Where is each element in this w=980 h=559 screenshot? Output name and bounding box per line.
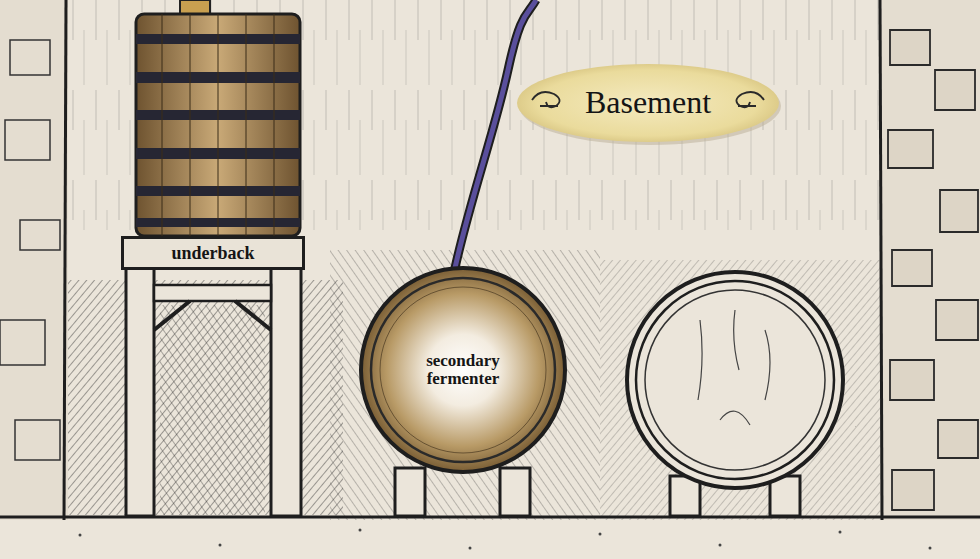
scroll-ornament	[532, 92, 560, 107]
tank-circle: secondary fermenter	[358, 265, 568, 475]
band-outline	[123, 238, 304, 269]
title-oval: Basement	[513, 60, 783, 146]
label-band: underback	[121, 236, 305, 270]
tank-rim	[380, 287, 546, 453]
scroll-ornament	[736, 92, 764, 107]
oval-fill	[517, 64, 779, 142]
node-label: Basement	[585, 86, 711, 120]
node-label: secondary fermenter	[408, 352, 518, 388]
node-label: underback	[171, 244, 254, 263]
tank-rim	[371, 278, 555, 462]
tank-outline	[361, 268, 565, 472]
